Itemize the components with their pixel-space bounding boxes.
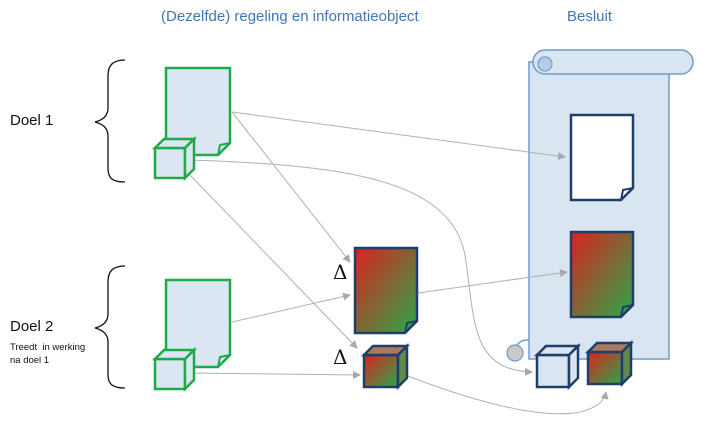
arrow-doc1-to-delta-doc: [231, 111, 351, 263]
cube-icon: [151, 346, 198, 393]
header-regeling: (Dezelfde) regeling en informatieobject: [161, 8, 419, 25]
arrow-cube2-to-delta-cube: [189, 370, 361, 379]
arrow-delta-cube-to-besluit-cube: [407, 375, 609, 415]
delta-cube-icon: [360, 342, 411, 391]
header-besluit: Besluit: [567, 8, 613, 25]
besluit-delta-cube-icon: [584, 339, 635, 388]
goal-1-label: Doel 1: [10, 112, 54, 129]
besluit-cube-icon: [533, 342, 582, 391]
besluit-delta-document-icon: [569, 230, 635, 319]
arrow-delta-doc-to-besluit-doc: [417, 269, 568, 294]
delta-symbol-cube: Δ: [333, 345, 348, 369]
delta-symbol-document: Δ: [333, 260, 348, 284]
goal-2-note: Treedt in werking na doel 1: [10, 342, 86, 366]
brace-icon: [94, 59, 126, 183]
delta-document-icon: [353, 246, 419, 335]
brace-icon: [94, 265, 126, 389]
goal-2-label: Doel 2: [10, 318, 54, 335]
arrow-doc2-to-delta-doc: [231, 292, 351, 323]
arrow-cube1-to-delta-cube: [189, 174, 358, 349]
cube-icon: [151, 135, 198, 182]
arrow-doc1-to-besluit-doc: [231, 111, 566, 161]
connector-arrows: [189, 111, 609, 415]
besluit-document-icon: [569, 113, 635, 202]
arrow-cube1-to-besluit-cube: [189, 159, 533, 376]
